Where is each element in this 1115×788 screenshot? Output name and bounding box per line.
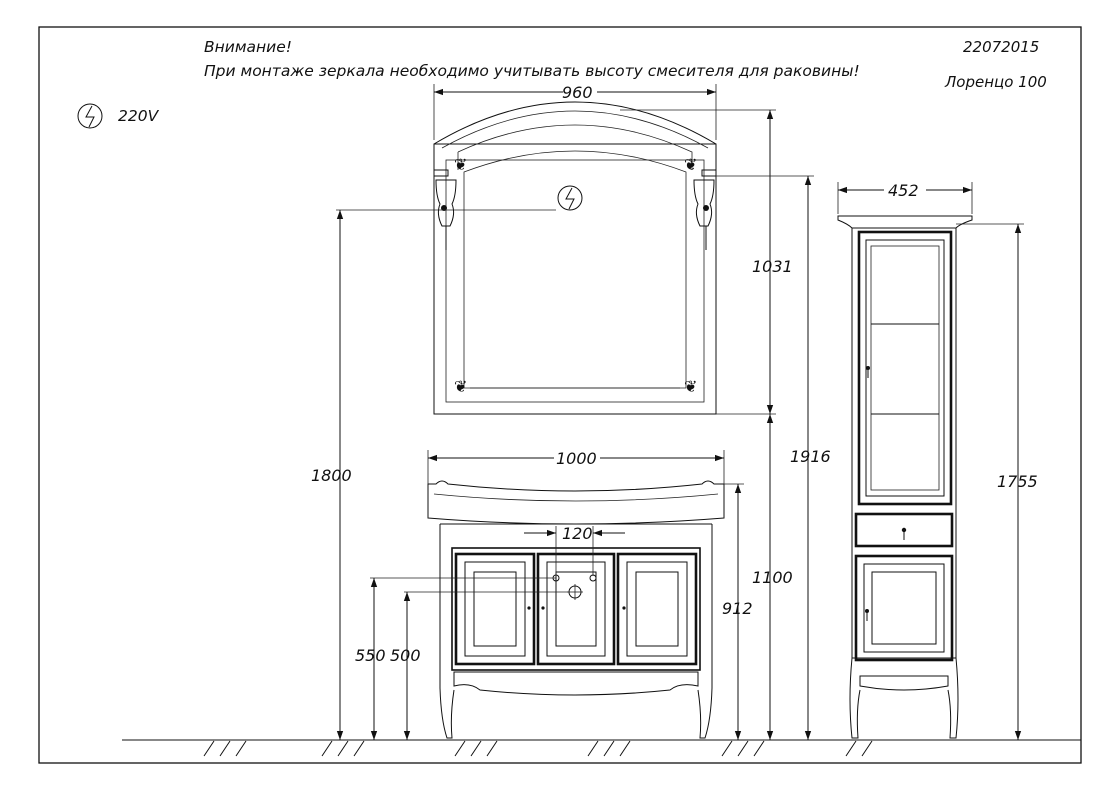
svg-text:1100: 1100 xyxy=(752,568,793,587)
svg-text:❦: ❦ xyxy=(454,377,467,396)
dim-cabinet-width: 452 xyxy=(837,181,973,214)
dim-cabinet-height: 1755 xyxy=(956,223,1038,740)
svg-text:500: 500 xyxy=(390,646,421,665)
socket-symbol-icon xyxy=(557,185,583,211)
notice-text: При монтаже зеркала необходимо учитывать… xyxy=(204,62,860,80)
svg-text:1916: 1916 xyxy=(790,447,831,466)
svg-text:912: 912 xyxy=(722,599,753,618)
product-name: Лоренцо 100 xyxy=(944,73,1047,91)
mirror: ❦ ❦ ❦ ❦ xyxy=(433,101,717,415)
dim-vanity-top: 912 xyxy=(722,483,753,740)
wall-lamp-left xyxy=(433,169,457,250)
svg-text:❦: ❦ xyxy=(684,155,697,174)
dim-mirror-height: 1031 xyxy=(620,109,793,415)
wall-lamp-right xyxy=(693,169,717,250)
dim-pipe-heights: 550 500 xyxy=(355,577,568,740)
svg-text:❦: ❦ xyxy=(454,155,467,174)
svg-text:1755: 1755 xyxy=(997,472,1038,491)
power-label: 220V xyxy=(118,107,160,125)
svg-text:1031: 1031 xyxy=(752,257,793,276)
dim-mirror-bottom: 1100 xyxy=(752,414,793,740)
floor-line xyxy=(122,739,1081,757)
drawing-code: 22072015 xyxy=(963,38,1039,56)
svg-text:120: 120 xyxy=(562,524,593,543)
dim-socket-height: 1800 xyxy=(311,209,556,740)
svg-text:❦: ❦ xyxy=(684,377,697,396)
drawing-frame xyxy=(38,26,1082,764)
svg-text:1000: 1000 xyxy=(556,449,597,468)
svg-text:550: 550 xyxy=(355,646,386,665)
notice-title: Внимание! xyxy=(204,38,292,56)
vanity-unit xyxy=(427,480,725,739)
dim-mixer-spacing: 120 xyxy=(524,524,625,576)
svg-text:452: 452 xyxy=(888,181,919,200)
svg-text:1800: 1800 xyxy=(311,466,352,485)
power-symbol-icon xyxy=(77,103,103,129)
tall-cabinet xyxy=(837,215,973,739)
dim-mirror-top-height: 1916 xyxy=(710,175,831,740)
dim-mirror-width: 960 xyxy=(433,83,717,140)
dim-vanity-width: 1000 xyxy=(427,449,725,484)
svg-text:960: 960 xyxy=(562,83,593,102)
